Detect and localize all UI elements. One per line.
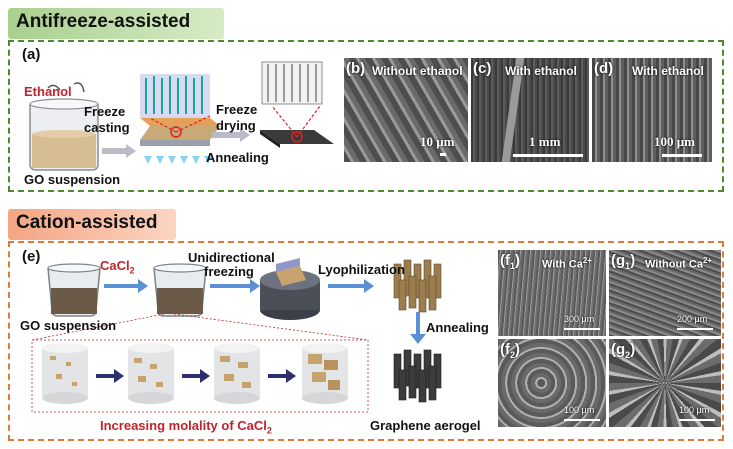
cylinder-icon: [214, 343, 260, 404]
cylinder-icon: [128, 343, 174, 404]
ethanol-label: Ethanol: [24, 84, 72, 99]
arrow-icon: [182, 369, 210, 383]
arrow-icon: [102, 144, 136, 158]
cacl2-label: CaCl2: [100, 258, 135, 276]
freeze-drying-label-2: drying: [216, 118, 256, 133]
annealing-label-a: Annealing: [206, 150, 269, 165]
go-suspension-label-a: GO suspension: [24, 172, 121, 187]
sem-image-g2: (g2) 100 μm: [609, 339, 721, 427]
sem-g1-condition-label: Without Ca2+: [645, 256, 713, 271]
sem-g2-scale-bar: [679, 419, 715, 421]
beaker-icon: [153, 263, 207, 317]
sem-image-d: (d) With ethanol 100 μm: [592, 58, 712, 162]
panel-e-label: (e): [22, 248, 41, 265]
sem-g1-panel-label: (g1): [611, 252, 636, 271]
annealing-label-e: Annealing: [426, 320, 489, 335]
sem-image-b: (b) Without ethanol 10 μm: [344, 58, 468, 162]
sem-b-panel-label: (b): [346, 60, 366, 77]
panel-a-label: (a): [22, 46, 41, 63]
sem-d-panel-label: (d): [594, 60, 614, 77]
arrow-icon: [212, 128, 250, 142]
sem-f2-panel-label: (f2): [500, 341, 521, 360]
unidirectional-label-2: freezing: [204, 264, 254, 279]
aerogel-block-icon: [260, 61, 334, 148]
antifreeze-section-box: [8, 40, 724, 192]
sem-f1-condition-label: With Ca2+: [542, 256, 592, 271]
panel-a-schematic: [29, 61, 334, 171]
sem-f1-panel-label: (f1): [500, 252, 521, 271]
sem-d-scale-label: 100 μm: [654, 134, 695, 149]
sem-g2-panel-label: (g2): [611, 341, 636, 360]
panel-e-schematic: [31, 258, 442, 413]
sem-c-scale-label: 1 mm: [529, 134, 561, 149]
brown-aerogel-icon: [393, 259, 442, 313]
sem-b-scale-label: 10 μm: [420, 134, 455, 149]
cation-section-box: [8, 241, 724, 441]
arrow-icon: [328, 279, 374, 293]
sem-g2-scale-label: 100 μm: [679, 405, 710, 415]
sem-f2-scale-bar: [564, 419, 600, 421]
freezing-mold-icon: [260, 258, 320, 320]
sem-f2-scale-label: 100 μm: [564, 405, 595, 415]
graphene-aerogel-icon: [393, 349, 442, 403]
arrow-icon: [96, 369, 124, 383]
sem-image-f2: (f2) 100 μm: [498, 339, 606, 427]
arrow-icon: [410, 312, 426, 344]
sem-c-scale-bar: [513, 154, 583, 157]
go-suspension-label-e: GO suspension: [20, 318, 117, 333]
beaker-icon: [47, 263, 101, 317]
beaker-icon: [29, 82, 99, 171]
sem-f1-scale-label: 300 μm: [564, 314, 595, 324]
freeze-casting-label-1: Freeze: [84, 104, 126, 119]
cation-section-title: Cation-assisted: [8, 209, 176, 240]
arrow-icon: [210, 279, 260, 293]
sem-g1-scale-label: 200 μm: [677, 314, 708, 324]
freeze-casting-block-icon: [140, 74, 220, 164]
sem-image-f1: (f1) With Ca2+ 300 μm: [498, 250, 606, 336]
sem-image-c: (c) With ethanol 1 mm: [471, 58, 589, 162]
arrow-icon: [104, 279, 148, 293]
sem-c-panel-label: (c): [473, 60, 492, 77]
freeze-casting-label-2: casting: [84, 120, 130, 135]
sem-image-g1: (g1) Without Ca2+ 200 μm: [609, 250, 721, 336]
cylinder-icon: [42, 343, 88, 404]
freeze-drying-label-1: Freeze: [216, 102, 258, 117]
increasing-molality-label: Increasing molality of CaCl2: [100, 418, 272, 436]
sem-b-scale-bar: [440, 153, 446, 156]
sem-d-scale-bar: [662, 154, 702, 157]
sem-g1-scale-bar: [677, 328, 713, 330]
arrow-icon: [268, 369, 296, 383]
unidirectional-label-1: Unidirectional: [188, 250, 275, 265]
sem-b-condition-label: Without ethanol: [372, 64, 463, 78]
sem-f1-scale-bar: [564, 328, 600, 330]
cylinder-icon: [302, 343, 348, 404]
lyophilization-label: Lyophilization: [318, 262, 405, 277]
sem-c-condition-label: With ethanol: [505, 64, 577, 78]
antifreeze-section-title: Antifreeze-assisted: [8, 8, 224, 39]
sem-d-condition-label: With ethanol: [632, 64, 704, 78]
graphene-aerogel-label: Graphene aerogel: [370, 418, 481, 433]
